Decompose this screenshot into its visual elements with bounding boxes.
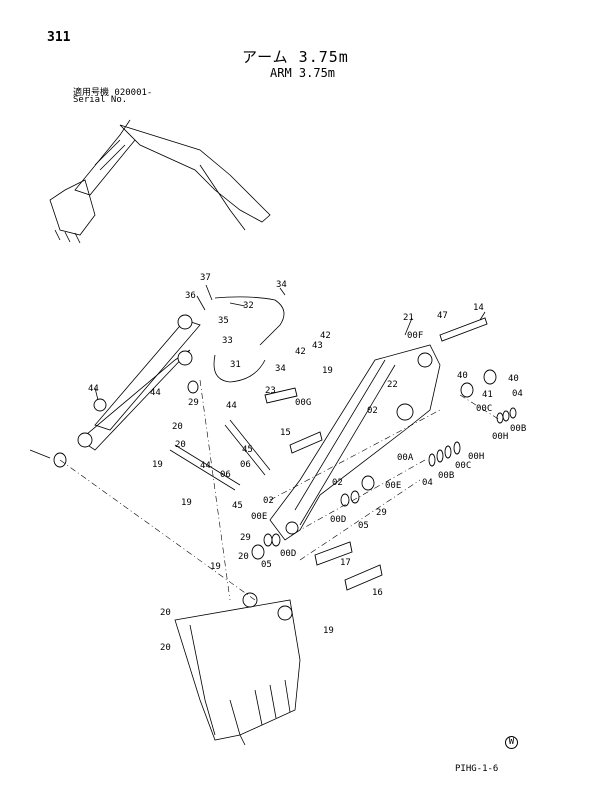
callout: 29 [188,398,199,408]
callout: 00G [295,398,311,408]
callout: 34 [276,280,287,290]
callout: 44 [150,388,161,398]
callout: 02 [263,496,274,506]
callout: 21 [403,313,414,323]
callout: 00C [455,461,471,471]
callout: 00D [330,515,346,525]
assembly-centerlines [59,379,501,601]
callout: 05 [358,521,369,531]
copyright-mark: W [505,736,518,749]
callout: 04 [422,478,433,488]
leader-lines [29,284,486,459]
callout: 19 [210,562,221,572]
callout: 44 [200,461,211,471]
callout: 43 [312,341,323,351]
callout: 02 [332,478,343,488]
title-english: ARM 3.75m [270,66,336,80]
callout: 06 [220,470,231,480]
callout: 23 [265,386,276,396]
callout: 44 [88,384,99,394]
callout: 17 [340,558,351,568]
callout: 40 [508,374,519,384]
callout: 00E [251,512,267,522]
callout: 00D [280,549,296,559]
callout: 37 [200,273,211,283]
callout: 20 [175,440,186,450]
callout: 20 [160,608,171,618]
link-assembly [77,314,271,491]
callout: 00C [476,404,492,414]
callout: 19 [323,626,334,636]
callout: 16 [372,588,383,598]
bucket [174,592,301,746]
callout: 00B [438,471,454,481]
callout: 14 [473,303,484,313]
pins [264,317,488,591]
callout: 44 [226,401,237,411]
callout: 42 [320,331,331,341]
callout: 06 [240,460,251,470]
callout: 04 [512,389,523,399]
callout: 31 [230,360,241,370]
callout-labels: 37 36 35 32 34 33 31 34 42 43 42 19 21 0… [88,273,526,653]
callout: 00F [407,331,423,341]
callout: 29 [376,508,387,518]
callout: 19 [152,460,163,470]
seals-rings [53,369,517,560]
callout: 00B [510,424,526,434]
serial-label-japanese: 適用号機 020001- [73,88,153,98]
callout: 35 [218,316,229,326]
callout: 45 [232,501,243,511]
callout: 41 [482,390,493,400]
callout: 05 [261,560,272,570]
title-japanese: アーム 3.75m [242,48,349,66]
callout: 36 [185,291,196,301]
callout: 33 [222,336,233,346]
callout: 00E [385,481,401,491]
callout: 45 [242,445,253,455]
callout: 42 [295,347,306,357]
callout: 19 [322,366,333,376]
hoses [213,296,285,383]
page-number: 311 [47,30,71,45]
callout: 40 [457,371,468,381]
drawing-code: PIHG-1-6 [455,764,499,774]
callout: 22 [387,380,398,390]
callout: 29 [240,533,251,543]
callout: 00H [468,452,484,462]
callout: 20 [238,552,249,562]
callout: 20 [172,422,183,432]
arm-body [269,344,441,541]
callout: 20 [160,643,171,653]
callout: 00A [397,453,414,463]
callout: 02 [367,406,378,416]
serial-label-english: Serial No. [73,95,128,105]
callout: 32 [243,301,254,311]
callout: 15 [280,428,291,438]
callout: 47 [437,311,448,321]
callout: 19 [181,498,192,508]
callout: 00H [492,432,508,442]
callout: 34 [275,364,286,374]
excavator-overview-sketch [49,119,271,244]
